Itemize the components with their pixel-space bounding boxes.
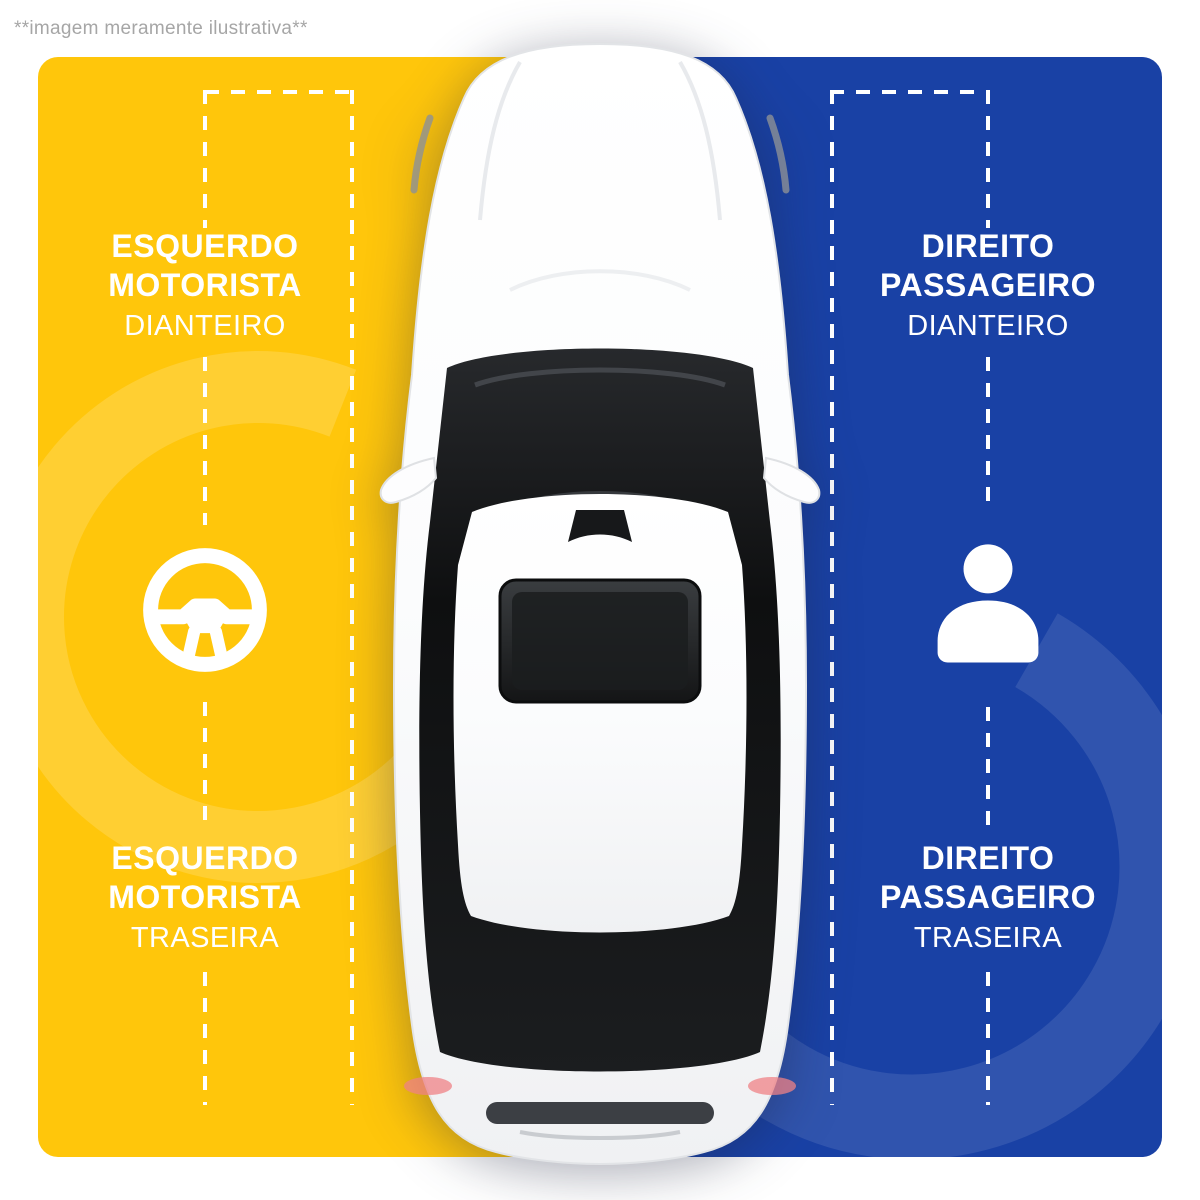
rearview-mirror: [568, 510, 632, 542]
dashed-guide-left-outer-seg2: [203, 357, 207, 525]
disclaimer-text: **imagem meramente ilustrativa**: [14, 18, 308, 39]
dashed-guide-left-inner: [350, 90, 354, 1105]
label-line: ESQUERDO: [111, 840, 299, 876]
label-driver-front: ESQUERDO MOTORISTA DIANTEIRO: [65, 227, 345, 346]
dashed-guide-right-outer-seg3: [986, 707, 990, 832]
dashed-guide-left-outer-seg1: [203, 90, 207, 228]
label-passenger-front: DIREITO PASSAGEIRO DIANTEIRO: [848, 227, 1128, 346]
car-top-view-illustration: [379, 42, 821, 1166]
label-line: MOTORISTA: [108, 267, 302, 304]
label-line: DIREITO: [921, 228, 1055, 264]
left-taillight: [404, 1077, 452, 1095]
label-line: PASSAGEIRO: [880, 267, 1096, 304]
dashed-guide-left-outer-seg3: [203, 702, 207, 832]
car-roof: [453, 494, 747, 933]
dashed-guide-right-outer-seg1: [986, 90, 990, 228]
label-driver-rear: ESQUERDO MOTORISTA TRASEIRA: [65, 839, 345, 958]
label-line: TRASEIRA: [130, 922, 280, 955]
label-line: DIANTEIRO: [124, 310, 286, 343]
steering-wheel-icon: [143, 548, 267, 672]
label-line: TRASEIRA: [913, 922, 1063, 955]
rear-bumper-trim: [486, 1102, 714, 1124]
label-line: MOTORISTA: [108, 879, 302, 916]
left-headlight: [410, 114, 434, 194]
right-headlight: [766, 114, 790, 194]
label-line: DIANTEIRO: [907, 310, 1069, 343]
dashed-guide-right-outer-seg2: [986, 357, 990, 507]
person-icon: [937, 544, 1039, 663]
right-side-mirror: [762, 456, 821, 504]
dashed-guide-right-top: [830, 90, 990, 94]
dashed-guide-left-outer-seg4: [203, 972, 207, 1105]
label-line: ESQUERDO: [111, 228, 299, 264]
right-taillight: [748, 1077, 796, 1095]
label-passenger-rear: DIREITO PASSAGEIRO TRASEIRA: [848, 839, 1128, 958]
left-side-mirror: [379, 456, 438, 504]
dashed-guide-right-inner: [830, 90, 834, 1105]
label-line: DIREITO: [921, 840, 1055, 876]
dashed-guide-right-outer-seg4: [986, 972, 990, 1105]
dashed-guide-left-top: [205, 90, 354, 94]
label-line: PASSAGEIRO: [880, 879, 1096, 916]
